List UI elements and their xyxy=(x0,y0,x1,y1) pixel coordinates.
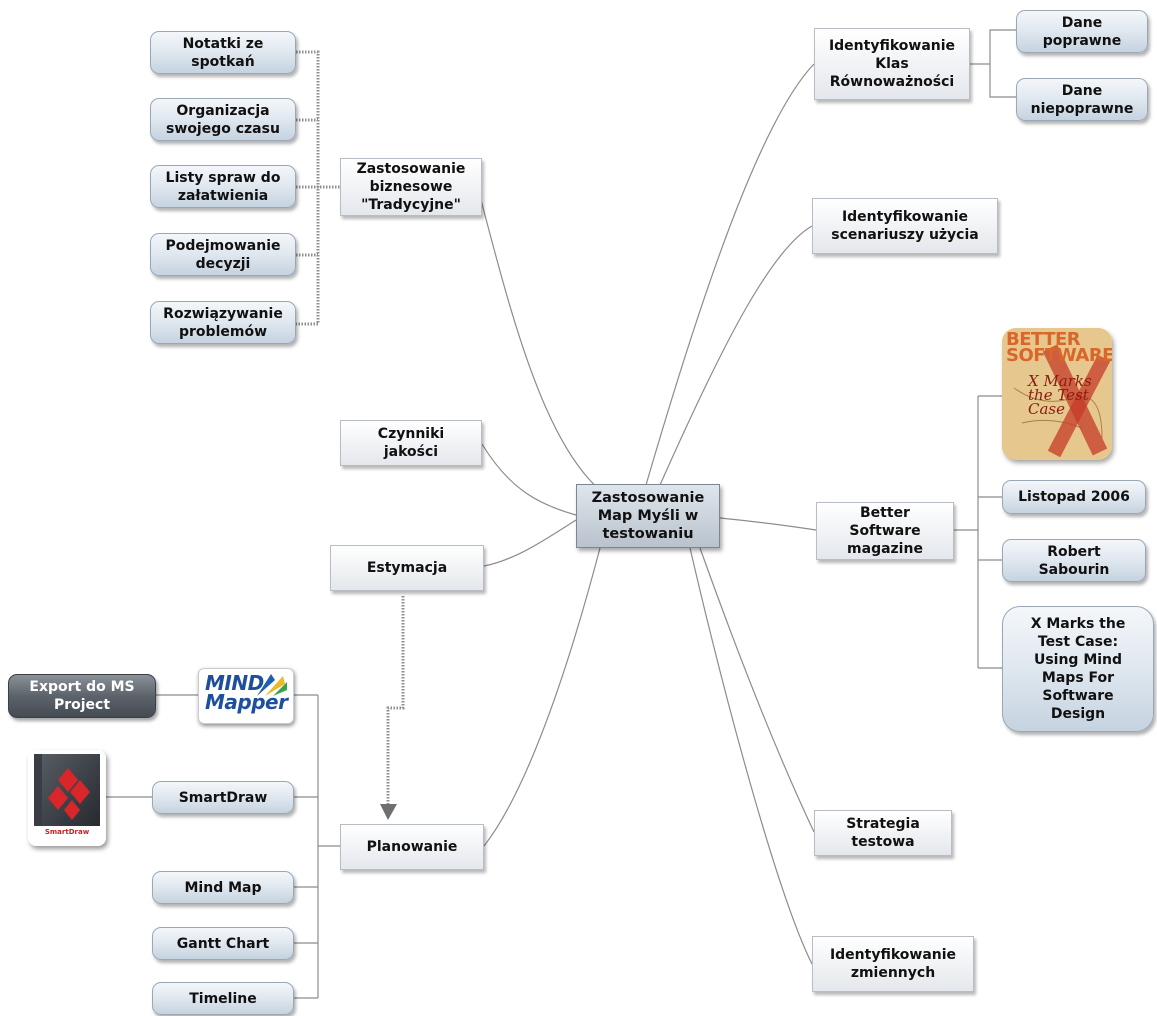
klasy-item-dane-niepoprawne[interactable]: Dane niepoprawne xyxy=(1016,78,1148,121)
topic-czynniki-jakosci[interactable]: Czynniki jakości xyxy=(340,420,482,466)
better-software-cover-image[interactable]: BETTER SOFTWARE X Marks the Test Case xyxy=(1002,328,1112,460)
mindmapper-swoosh-icon xyxy=(257,674,287,696)
topic-zastosowanie-biznesowe[interactable]: Zastosowanie biznesowe "Tradycyjne" xyxy=(340,158,482,216)
planning-item-mind-map[interactable]: Mind Map xyxy=(152,871,294,904)
topic-identyfikowanie-scenariuszy[interactable]: Identyfikowanie scenariuszy użycia xyxy=(812,198,998,254)
smartdraw-box-label: SmartDraw xyxy=(45,828,90,836)
mindmapper-logo[interactable]: MIND Mapper xyxy=(198,668,294,724)
business-item-organizacja[interactable]: Organizacja swojego czasu xyxy=(150,98,296,141)
topic-identyfikowanie-klas[interactable]: Identyfikowanie Klas Równoważności xyxy=(814,28,970,100)
central-topic[interactable]: Zastosowanie Map Myśli w testowaniu xyxy=(576,484,720,548)
magazine-subtitle: X Marks the Test Case xyxy=(1028,372,1092,418)
mindmapper-logo-text: MIND Mapper xyxy=(205,671,288,714)
planning-item-gantt-chart[interactable]: Gantt Chart xyxy=(152,927,294,960)
topic-strategia-testowa[interactable]: Strategia testowa xyxy=(814,810,952,856)
business-item-listy-spraw[interactable]: Listy spraw do załatwienia xyxy=(150,165,296,208)
business-item-notatki[interactable]: Notatki ze spotkań xyxy=(150,31,296,74)
topic-better-software-magazine[interactable]: Better Software magazine xyxy=(816,502,954,560)
smartdraw-product-box[interactable]: SmartDraw xyxy=(28,750,106,846)
magazine-item-listopad[interactable]: Listopad 2006 xyxy=(1002,480,1146,514)
magazine-item-x-marks[interactable]: X Marks the Test Case: Using Mind Maps F… xyxy=(1002,606,1154,732)
planning-item-timeline[interactable]: Timeline xyxy=(152,982,294,1015)
klasy-item-dane-poprawne[interactable]: Dane poprawne xyxy=(1016,10,1148,53)
business-item-podejmowanie[interactable]: Podejmowanie decyzji xyxy=(150,233,296,276)
topic-estymacja[interactable]: Estymacja xyxy=(330,545,484,591)
magazine-item-robert-sabourin[interactable]: Robert Sabourin xyxy=(1002,539,1146,582)
magazine-title: BETTER SOFTWARE xyxy=(1006,329,1112,366)
export-ms-project-button[interactable]: Export do MS Project xyxy=(8,674,156,718)
topic-planowanie[interactable]: Planowanie xyxy=(340,824,484,870)
planning-item-smartdraw[interactable]: SmartDraw xyxy=(152,781,294,814)
magazine-x-mark-icon xyxy=(1002,328,1112,460)
smartdraw-box-icon: SmartDraw xyxy=(34,754,100,836)
business-item-rozwiazywanie[interactable]: Rozwiązywanie problemów xyxy=(150,301,296,344)
topic-identyfikowanie-zmiennych[interactable]: Identyfikowanie zmiennych xyxy=(812,936,974,992)
